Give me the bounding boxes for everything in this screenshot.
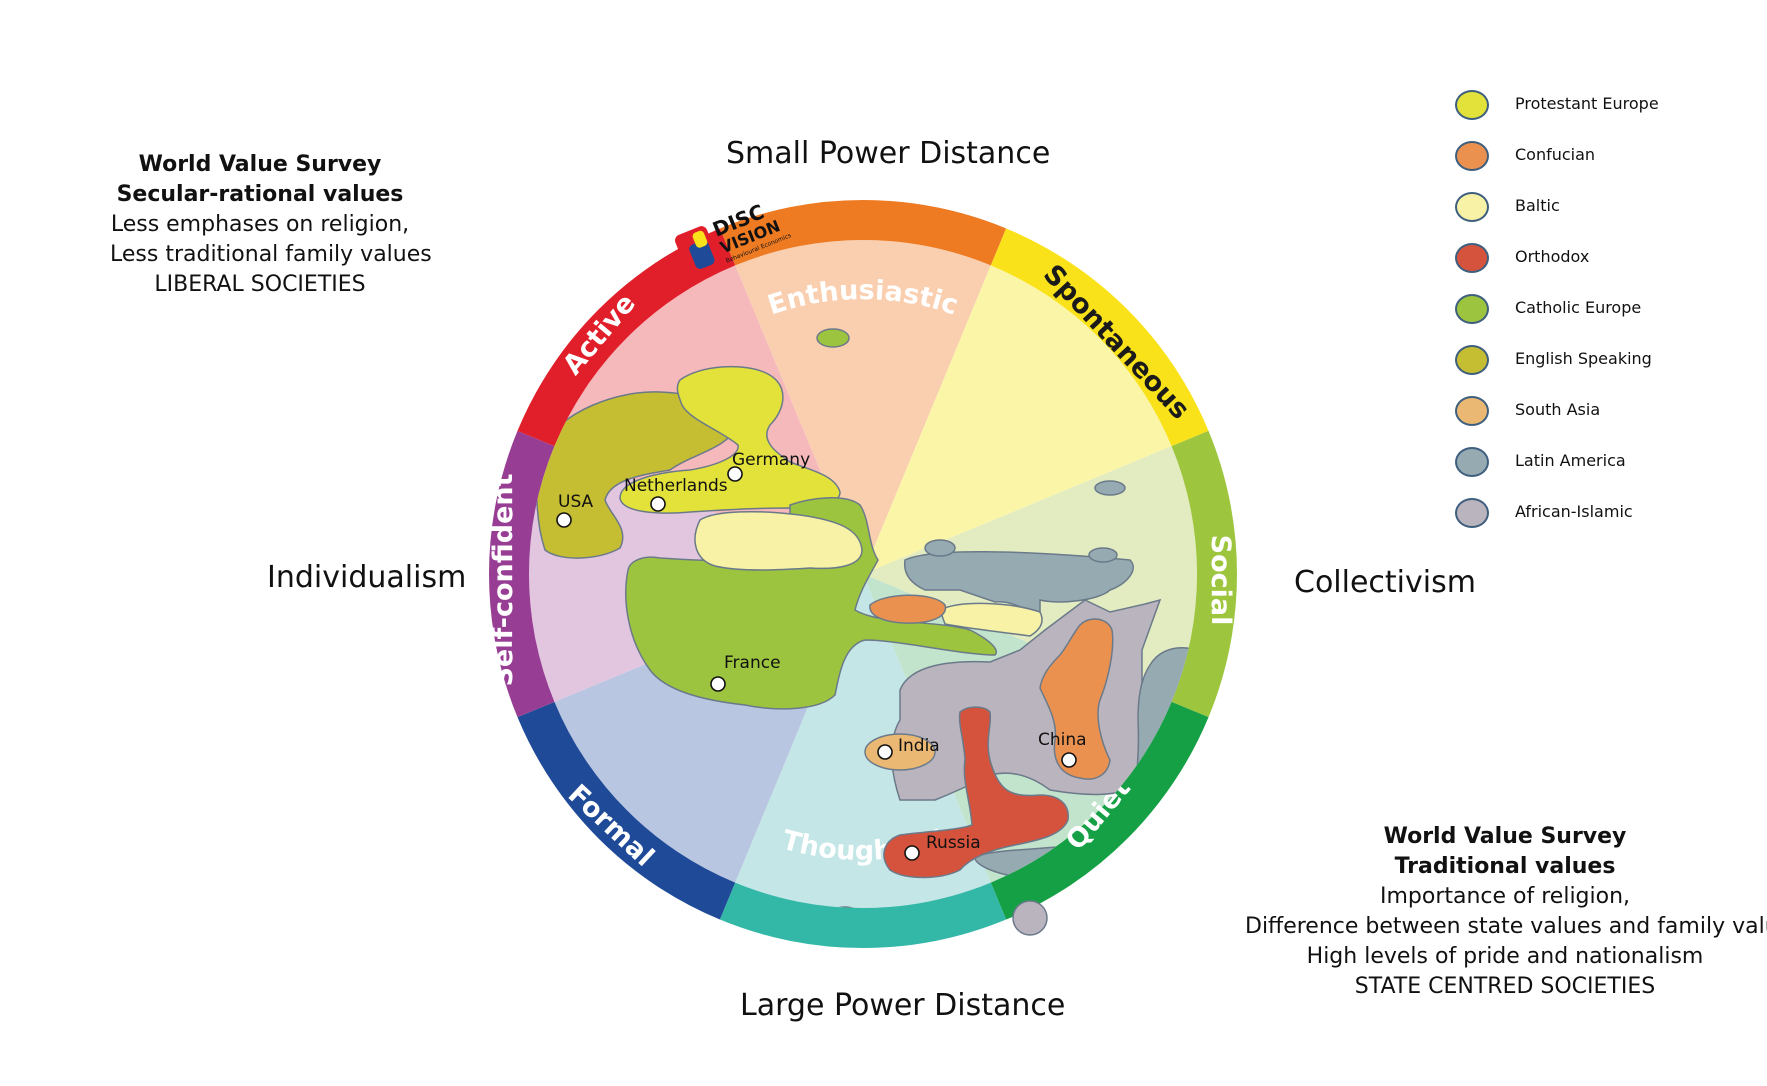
legend-item-confucian: Confucian	[1455, 137, 1755, 188]
ring-segment-self-confident	[489, 430, 555, 718]
region-latin-america	[903, 551, 1134, 622]
country-marker-netherlands	[650, 496, 666, 512]
legend-label: Confucian	[1515, 145, 1596, 164]
axis-label-right: Collectivism	[1294, 565, 1476, 600]
wvs-traditional-line: STATE CENTRED SOCIETIES	[1354, 974, 1656, 999]
region-baltic-east	[939, 602, 1043, 637]
legend-label: Orthodox	[1515, 247, 1590, 266]
legend: Protestant Europe Confucian Baltic Ortho…	[1455, 86, 1755, 545]
country-label-india: India	[898, 736, 940, 756]
legend-item-baltic: Baltic	[1455, 188, 1755, 239]
wvs-secular-panel: World Value Survey Secular-rational valu…	[110, 150, 432, 300]
ring-segment-spontaneous	[990, 228, 1209, 447]
country-label-germany: Germany	[732, 450, 810, 470]
country-marker-france	[710, 676, 726, 692]
region-latin-island-1	[1094, 480, 1126, 496]
country-label-france: France	[724, 653, 781, 673]
ring-segment-enthusiastic	[719, 200, 1007, 266]
wvs-traditional-line: Difference between state values and fami…	[1245, 914, 1767, 939]
legend-swatch	[1455, 192, 1489, 222]
country-label-russia: Russia	[926, 833, 981, 853]
ring-segment-active	[517, 228, 736, 447]
country-label-china: China	[1038, 730, 1087, 750]
legend-label: Catholic Europe	[1515, 298, 1642, 317]
axis-label-top: Small Power Distance	[726, 136, 1051, 171]
legend-label: English Speaking	[1515, 349, 1652, 368]
legend-item-orthodox: Orthodox	[1455, 239, 1755, 290]
wvs-secular-line: Less emphases on religion,	[110, 212, 410, 237]
cultural-regions	[536, 328, 1197, 908]
country-label-usa: USA	[558, 492, 594, 512]
wedge-enthusiastic	[735, 239, 991, 574]
legend-swatch	[1455, 498, 1489, 528]
legend-item-protestant-europe: Protestant Europe	[1455, 86, 1755, 137]
country-marker-germany	[727, 466, 743, 482]
region-catholic-island-bottom	[830, 906, 860, 908]
legend-swatch	[1455, 294, 1489, 324]
legend-label: Protestant Europe	[1515, 94, 1659, 113]
region-catholic-island-top	[816, 328, 850, 348]
axis-label-bottom: Large Power Distance	[740, 988, 1066, 1023]
country-marker-india	[877, 744, 893, 760]
region-latin-island-3	[1088, 547, 1118, 563]
segment-label-social: Social	[1205, 535, 1236, 626]
country-marker-china	[1061, 752, 1077, 768]
wedge-spontaneous	[863, 265, 1172, 574]
legend-label: African-Islamic	[1515, 502, 1633, 521]
legend-swatch	[1455, 345, 1489, 375]
legend-item-english-speaking: English Speaking	[1455, 341, 1755, 392]
ring-segment-quiet	[990, 701, 1209, 920]
legend-item-african-islamic: African-Islamic	[1455, 494, 1755, 545]
wvs-secular-line: LIBERAL SOCIETIES	[154, 272, 366, 297]
legend-swatch	[1455, 396, 1489, 426]
region-protestant-europe	[619, 365, 841, 514]
region-orthodox	[883, 706, 1069, 879]
region-confucian	[1039, 618, 1114, 780]
legend-label: South Asia	[1515, 400, 1601, 419]
country-label-netherlands: Netherlands	[624, 476, 728, 496]
legend-item-latin-america: Latin America	[1455, 443, 1755, 494]
ring-segment-thoughtful	[719, 882, 1007, 948]
region-english-speaking	[536, 391, 737, 559]
legend-swatch	[1455, 447, 1489, 477]
region-latin-island-2	[924, 539, 956, 557]
wvs-secular-subheading: Secular-rational values	[116, 182, 404, 207]
region-african-islamic-island	[1012, 900, 1048, 936]
wedge-thoughtful	[735, 574, 991, 908]
wvs-traditional-line: High levels of pride and nationalism	[1306, 944, 1704, 969]
legend-label: Latin America	[1515, 451, 1626, 470]
segment-label-self-confident: Self-confident	[488, 473, 519, 686]
segment-ring	[489, 200, 1237, 948]
ring-segment-social	[1171, 430, 1237, 718]
wvs-secular-line: Less traditional family values	[110, 242, 432, 267]
region-confucian-small	[869, 594, 947, 624]
country-marker-usa	[556, 512, 572, 528]
legend-label: Baltic	[1515, 196, 1560, 215]
region-baltic	[694, 511, 863, 571]
legend-item-south-asia: South Asia	[1455, 392, 1755, 443]
wvs-traditional-subheading: Traditional values	[1394, 854, 1616, 879]
wvs-traditional-heading: World Value Survey	[1383, 824, 1627, 849]
axis-label-left: Individualism	[267, 560, 467, 595]
wvs-secular-heading: World Value Survey	[138, 152, 382, 177]
country-markers: USA Netherlands Germany France India Chi…	[556, 450, 1087, 861]
wvs-traditional-line: Importance of religion,	[1379, 884, 1631, 909]
ring-segment-formal	[517, 701, 736, 920]
legend-item-catholic-europe: Catholic Europe	[1455, 290, 1755, 341]
legend-swatch	[1455, 90, 1489, 120]
region-south-asia	[864, 733, 936, 771]
legend-swatch	[1455, 141, 1489, 171]
country-marker-russia	[904, 845, 920, 861]
legend-swatch	[1455, 243, 1489, 273]
wvs-traditional-panel: World Value Survey Traditional values Im…	[1245, 822, 1767, 1002]
